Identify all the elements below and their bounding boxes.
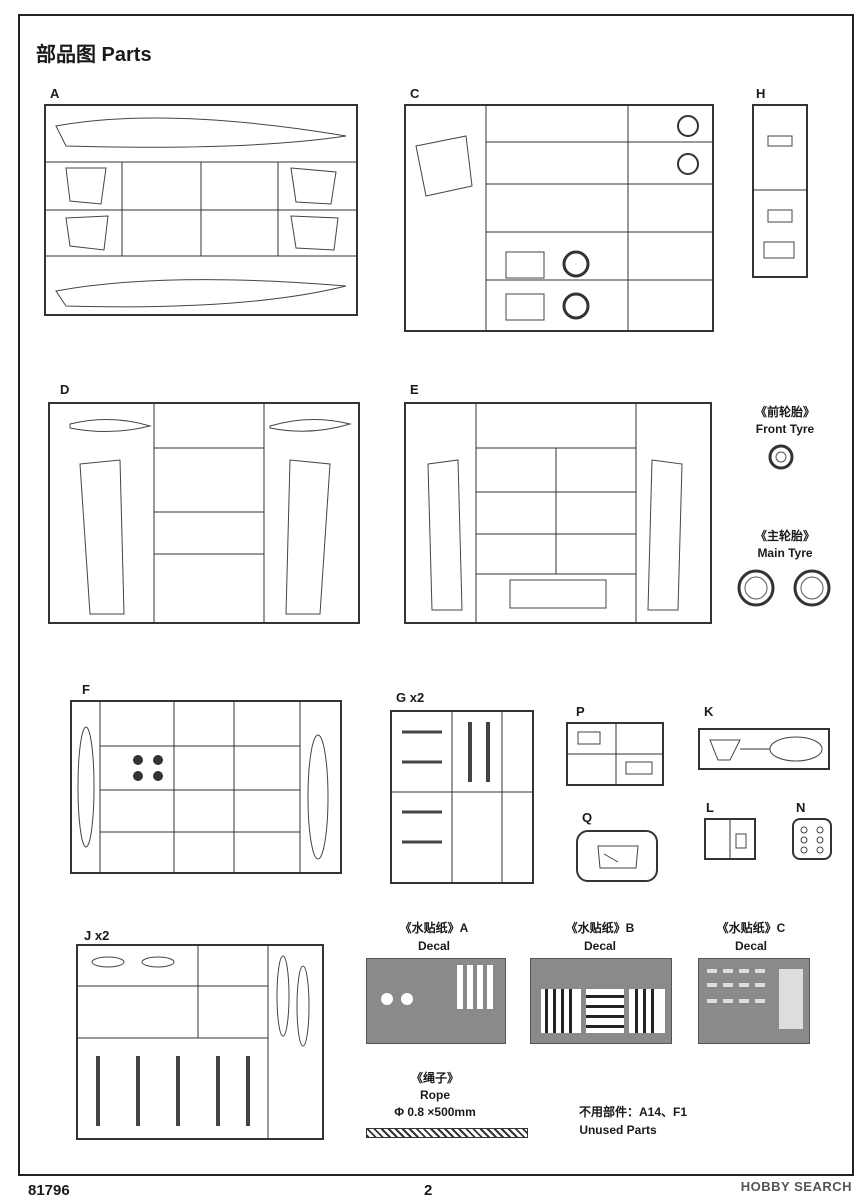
rope-cn: 《绳子》 <box>410 1071 459 1085</box>
sprue-j <box>76 944 324 1140</box>
sprue-a <box>44 104 358 316</box>
sprue-e-label: E <box>410 382 419 397</box>
sprue-p-drawing <box>568 724 662 784</box>
sprue-g <box>390 710 534 884</box>
sprue-q-drawing <box>597 845 639 869</box>
main-tyre-parts <box>737 569 831 607</box>
page-title: 部品图 Parts <box>36 44 152 66</box>
unused-parts-en: Unused Parts <box>579 1123 657 1137</box>
main-tyre-cn: 《主轮胎》 <box>754 529 815 543</box>
decal-b-en: Decal <box>583 939 617 953</box>
decal-a-en: Decal <box>417 939 451 953</box>
watermark: HOBBY SEARCH <box>740 1179 852 1194</box>
rope-part <box>366 1128 528 1138</box>
sprue-l <box>704 818 756 860</box>
sprue-n-drawing <box>800 826 824 854</box>
sprue-d-label: D <box>60 382 70 397</box>
sprue-p-label: P <box>576 704 585 719</box>
sprue-d <box>48 402 360 624</box>
sprue-k-drawing <box>709 736 823 762</box>
sprue-c <box>404 104 714 332</box>
sprue-c-label: C <box>410 86 420 101</box>
rope-en: Rope <box>420 1088 450 1102</box>
decal-c-cn: 《水贴纸》C <box>716 921 786 935</box>
product-code: 81796 <box>28 1182 70 1199</box>
sprue-j-drawing <box>78 946 310 1138</box>
sprue-q <box>576 830 658 882</box>
sprue-l-label: L <box>706 800 714 815</box>
unused-parts-cn: 不用部件：A14、F1 <box>578 1105 688 1119</box>
decal-sheet-a <box>366 958 506 1044</box>
decal-a-cn: 《水贴纸》A <box>399 921 469 935</box>
sprue-q-label: Q <box>582 810 593 825</box>
sprue-h-drawing <box>754 135 806 259</box>
sprue-j-label: J x2 <box>84 928 110 943</box>
sprue-a-drawing <box>46 117 356 308</box>
decal-a-drawing <box>381 965 493 1009</box>
sprue-f <box>70 700 342 874</box>
sprue-h <box>752 104 808 278</box>
decal-sheet-b <box>530 958 672 1044</box>
page-number: 2 <box>424 1182 433 1199</box>
sprue-k-label: K <box>704 704 714 719</box>
decal-c-drawing <box>707 969 803 1029</box>
main-tyre-en: Main Tyre <box>757 546 813 560</box>
sprue-a-label: A <box>50 86 60 101</box>
decal-b-cn: 《水贴纸》B <box>565 921 635 935</box>
decal-c-en: Decal <box>734 939 768 953</box>
sprue-f-label: F <box>82 682 90 697</box>
rope-size: Φ 0.8 ×500mm <box>394 1105 476 1119</box>
sprue-l-drawing <box>729 820 747 858</box>
front-tyre-part <box>768 444 794 470</box>
sprue-n <box>792 818 832 860</box>
sprue-p <box>566 722 664 786</box>
sprue-k <box>698 728 830 770</box>
decal-sheet-c <box>698 958 810 1044</box>
sprue-g-drawing <box>392 712 532 882</box>
sprue-d-drawing <box>69 404 352 622</box>
sprue-h-label: H <box>756 86 766 101</box>
front-tyre-cn: 《前轮胎》 <box>754 405 815 419</box>
decal-b-drawing <box>541 989 665 1033</box>
sprue-e <box>404 402 712 624</box>
page-frame <box>18 14 854 1176</box>
sprue-e-drawing <box>427 404 683 622</box>
front-tyre-en: Front Tyre <box>755 422 815 436</box>
sprue-g-label: G x2 <box>396 690 425 705</box>
sprue-c-drawing <box>415 106 712 330</box>
sprue-f-drawing <box>77 702 329 872</box>
sprue-n-label: N <box>796 800 806 815</box>
